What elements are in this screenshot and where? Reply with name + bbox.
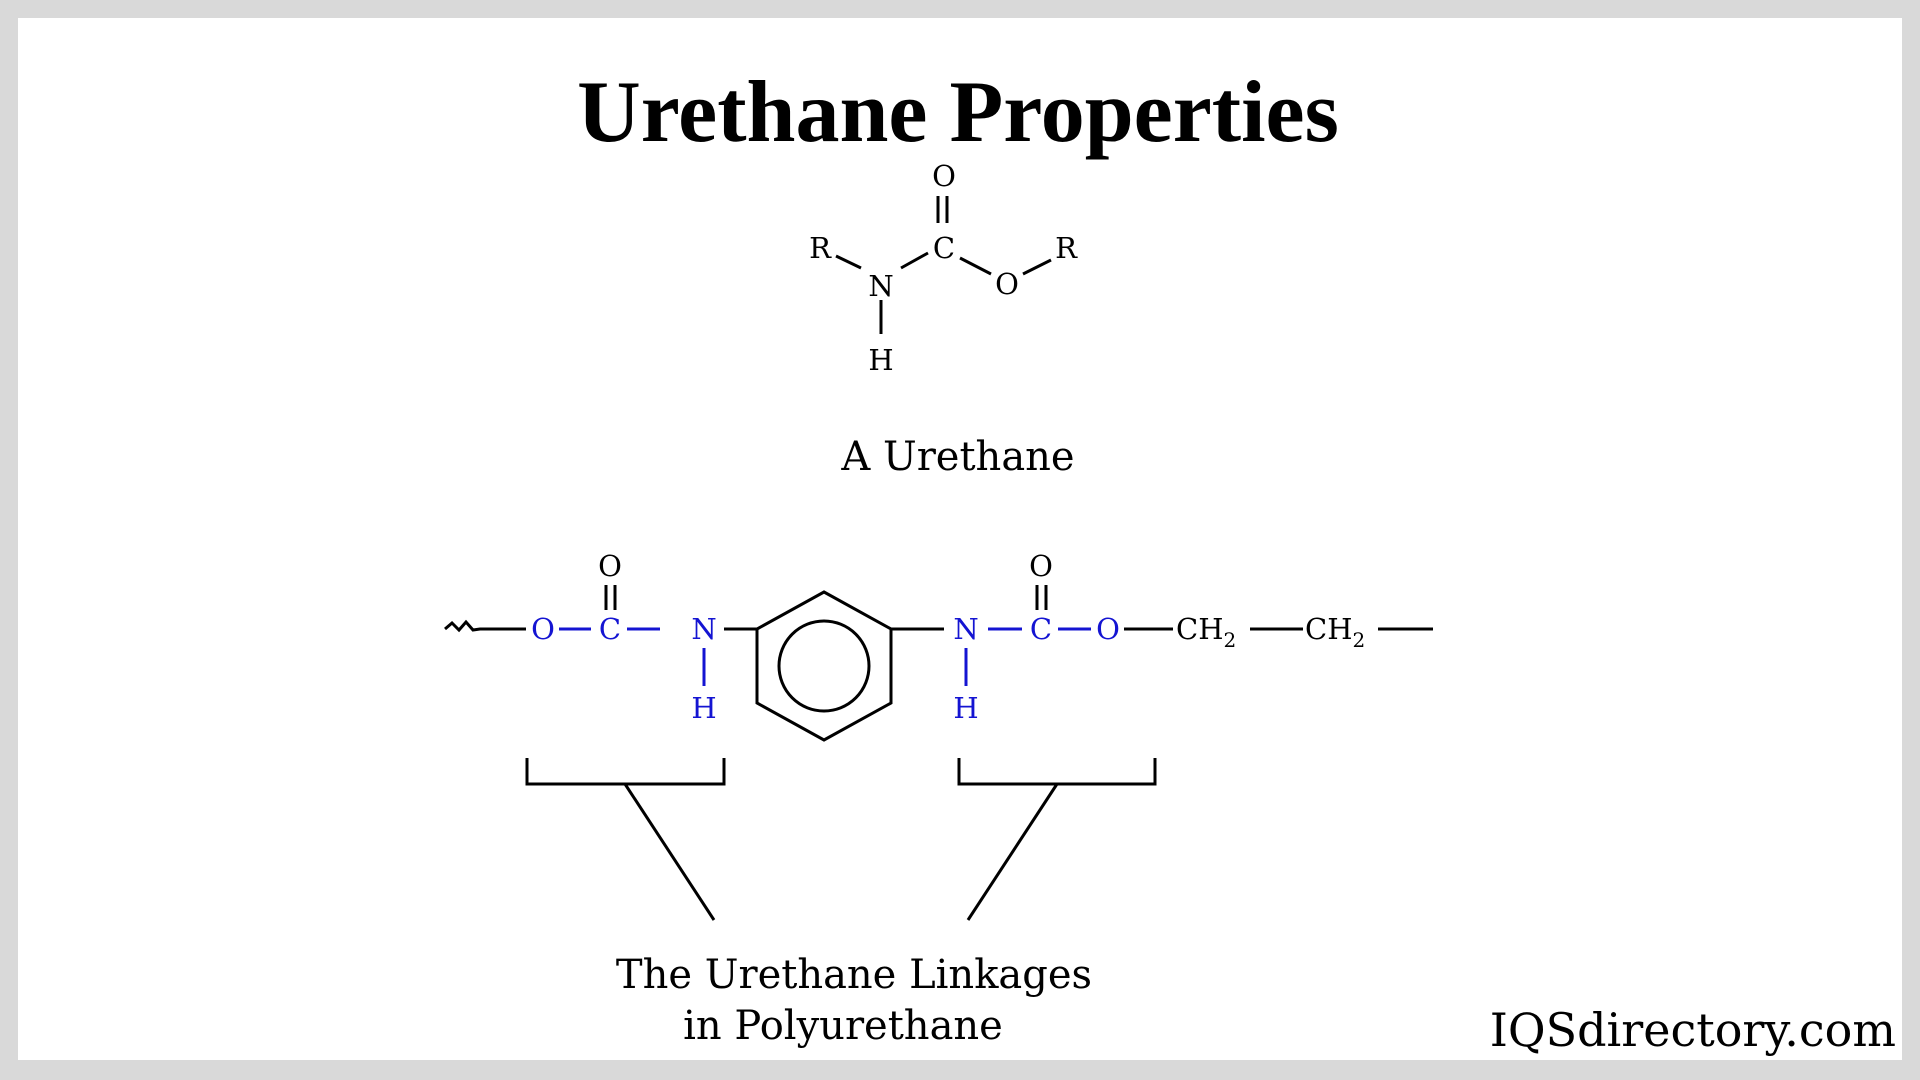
brand-logo-text: IQSdirectory.com — [1490, 1003, 1896, 1057]
linkages-caption-line1: The Urethane Linkages — [616, 952, 1092, 998]
atom-o1-top: O — [598, 549, 622, 583]
bond-r-n — [835, 254, 862, 270]
atom-ch2b-subscript: 2 — [1352, 628, 1365, 652]
bond-n-c — [900, 251, 929, 270]
urethane-diagram: Urethane Properties R N H C O O R A Uret… — [444, 64, 1896, 1057]
atom-r-left: R — [809, 231, 832, 265]
atom-ch2a-main: CH — [1176, 612, 1223, 646]
linkage-brackets — [525, 758, 1157, 921]
atom-h1: H — [691, 691, 716, 725]
atom-c1: C — [599, 612, 621, 646]
wavy-bond — [444, 619, 526, 633]
benzene-aromatic-circle — [777, 619, 871, 713]
atom-ch2a-subscript: 2 — [1223, 628, 1236, 652]
polyurethane-chain: O C O N H N H C O O CH2 CH2 — [444, 549, 1433, 742]
atom-ch2b-main: CH — [1305, 612, 1352, 646]
urethane-molecule: R N H C O O R — [809, 159, 1078, 377]
pointer-left — [623, 783, 716, 921]
pointer-right — [966, 783, 1059, 921]
atom-o-top: O — [932, 159, 956, 193]
benzene-ring — [755, 590, 893, 742]
diagram-frame: Urethane Properties R N H C O O R A Uret… — [18, 18, 1902, 1060]
page-title: Urethane Properties — [577, 64, 1339, 161]
bracket-right — [957, 758, 1157, 786]
atom-o2: O — [1096, 612, 1120, 646]
bracket-left — [525, 758, 726, 786]
atom-n1: N — [691, 612, 716, 646]
atom-o-right: O — [995, 267, 1019, 301]
atom-c: C — [933, 231, 955, 265]
atom-c2: C — [1030, 612, 1052, 646]
atom-n2: N — [953, 612, 978, 646]
atom-h: H — [868, 343, 893, 377]
bond-c-o — [959, 256, 992, 276]
atom-n: N — [868, 269, 893, 303]
atom-h2: H — [953, 691, 978, 725]
urethane-caption: A Urethane — [840, 434, 1074, 480]
atom-o2-top: O — [1029, 549, 1053, 583]
linkages-caption-line2: in Polyurethane — [683, 1003, 1003, 1049]
atom-ch2b: CH2 — [1305, 612, 1365, 652]
atom-o1: O — [531, 612, 555, 646]
bond-o-r — [1022, 258, 1052, 276]
atom-ch2a: CH2 — [1176, 612, 1236, 652]
atom-r-right: R — [1055, 231, 1078, 265]
